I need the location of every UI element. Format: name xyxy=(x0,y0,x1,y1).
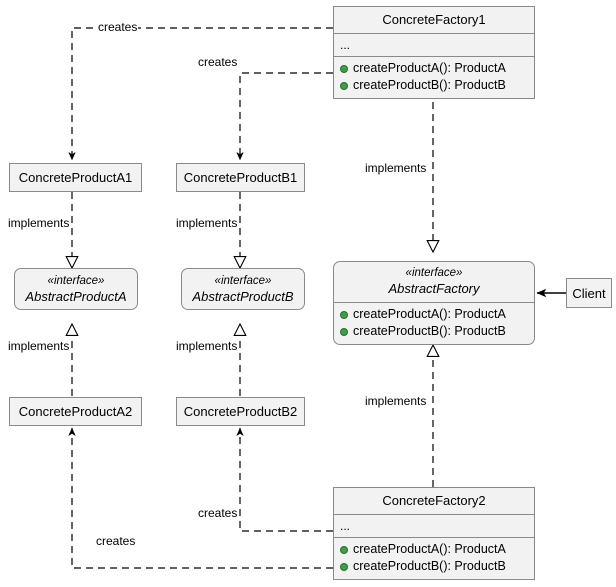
class-concrete-product-a1[interactable]: ConcreteProductA1 xyxy=(9,163,142,192)
operation-row: createProductA(): ProductA xyxy=(338,60,530,77)
operation-label: createProductB(): ProductB xyxy=(353,559,506,573)
public-visibility-icon xyxy=(340,562,348,571)
edge-label-creates-factory2-productb2: creates xyxy=(197,506,239,520)
operation-row: createProductA(): ProductA xyxy=(338,306,530,323)
interface-title: «interface» AbstractFactory xyxy=(334,262,534,303)
class-client[interactable]: Client xyxy=(566,278,612,308)
interface-stereotype: «interface» xyxy=(405,267,463,279)
operation-row: createProductA(): ProductA xyxy=(338,541,530,558)
interface-name: AbstractFactory xyxy=(388,281,480,296)
interface-body: «interface» AbstractProductA xyxy=(15,269,137,309)
edge-creates-factory2-productb2 xyxy=(236,427,333,532)
class-title: ConcreteProductA2 xyxy=(18,404,133,419)
edge-label-implements-producta2: implements xyxy=(7,339,71,353)
operation-row: createProductB(): ProductB xyxy=(338,323,530,340)
edge-label-creates-factory1-productb1: creates xyxy=(197,55,239,69)
edge-label-creates-factory2-producta2: creates xyxy=(95,534,137,548)
class-title: ConcreteFactory2 xyxy=(334,488,534,515)
edge-label-implements-productb2: implements xyxy=(175,339,239,353)
interface-abstract-product-b[interactable]: «interface» AbstractProductB xyxy=(181,268,305,310)
interface-body: «interface» AbstractProductB xyxy=(182,269,304,309)
edge-label-implements-factory1: implements xyxy=(364,161,428,175)
public-visibility-icon xyxy=(340,327,348,336)
class-concrete-product-b1[interactable]: ConcreteProductB1 xyxy=(176,163,305,192)
class-title: ConcreteProductA1 xyxy=(18,170,133,185)
class-concrete-product-b2[interactable]: ConcreteProductB2 xyxy=(176,397,305,426)
class-concrete-factory-2[interactable]: ConcreteFactory2 ... createProductA(): P… xyxy=(333,487,535,580)
public-visibility-icon xyxy=(340,545,348,554)
class-title: ConcreteProductB2 xyxy=(183,404,298,419)
class-attributes: ... xyxy=(334,515,534,538)
interface-name: AbstractProductB xyxy=(192,288,294,304)
public-visibility-icon xyxy=(340,64,348,73)
interface-abstract-factory[interactable]: «interface» AbstractFactory createProduc… xyxy=(333,261,535,345)
edge-creates-factory1-producta1 xyxy=(68,27,333,161)
operation-label: createProductA(): ProductA xyxy=(353,542,506,556)
class-operations: createProductA(): ProductA createProduct… xyxy=(334,57,534,98)
edge-creates-factory1-productb1 xyxy=(236,72,333,161)
public-visibility-icon xyxy=(340,310,348,319)
operation-label: createProductA(): ProductA xyxy=(353,307,506,321)
class-title: Client xyxy=(572,285,606,301)
interface-name: AbstractProductA xyxy=(25,288,127,304)
interface-stereotype: «interface» xyxy=(214,274,272,287)
edge-label-implements-factory2: implements xyxy=(364,394,428,408)
public-visibility-icon xyxy=(340,81,348,90)
operation-label: createProductB(): ProductB xyxy=(353,78,506,92)
interface-abstract-product-a[interactable]: «interface» AbstractProductA xyxy=(14,268,138,310)
operation-label: createProductA(): ProductA xyxy=(353,61,506,75)
class-operations: createProductA(): ProductA createProduct… xyxy=(334,538,534,579)
class-concrete-product-a2[interactable]: ConcreteProductA2 xyxy=(9,397,142,426)
class-title: ConcreteFactory1 xyxy=(334,7,534,34)
operation-label: createProductB(): ProductB xyxy=(353,324,506,338)
interface-operations: createProductA(): ProductA createProduct… xyxy=(334,303,534,344)
operation-row: createProductB(): ProductB xyxy=(338,558,530,575)
edge-label-implements-productb1: implements xyxy=(175,216,239,230)
operation-row: createProductB(): ProductB xyxy=(338,77,530,94)
class-attributes: ... xyxy=(334,34,534,57)
interface-stereotype: «interface» xyxy=(47,274,105,287)
edge-label-implements-producta1: implements xyxy=(7,216,71,230)
class-concrete-factory-1[interactable]: ConcreteFactory1 ... createProductA(): P… xyxy=(333,6,535,99)
class-title: ConcreteProductB1 xyxy=(183,170,298,185)
edge-label-creates-factory1-producta1: creates xyxy=(97,20,139,34)
